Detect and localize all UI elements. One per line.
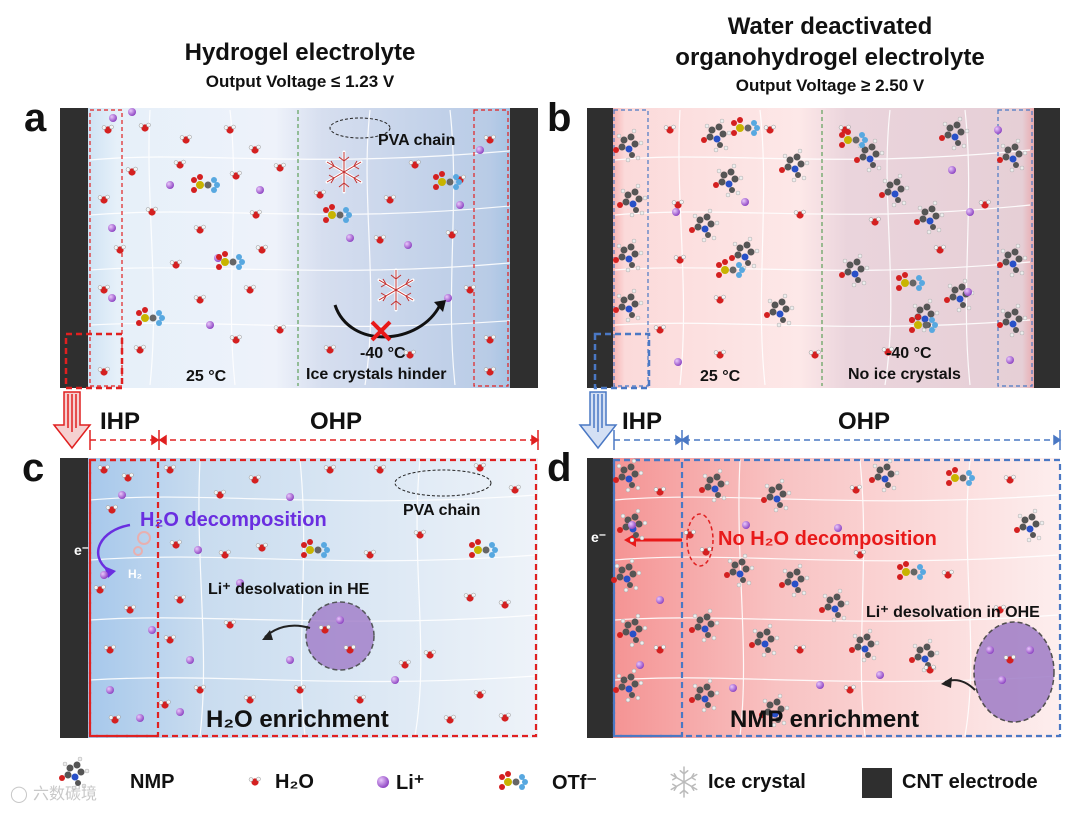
panel-b-note: No ice crystals	[848, 366, 961, 384]
otf-anion-icon	[499, 771, 528, 790]
panel-a-temp-left: 25 °C	[186, 368, 226, 386]
electron-label-c: e⁻	[74, 542, 89, 558]
panel-a-temp-right: -40 °C	[360, 345, 406, 363]
electron-label-d: e⁻	[591, 529, 606, 545]
panel-d-desolv-label: Li⁺ desolvation in OHE	[866, 602, 1040, 622]
panel-d-enrich-label: NMP enrichment	[730, 706, 919, 734]
down-arrow-red-icon	[54, 392, 90, 448]
legend-ice: Ice crystal	[708, 764, 806, 800]
legend-h2o: H₂O	[275, 764, 314, 800]
h2-label: H₂	[128, 567, 142, 581]
panel-c-ohp-label: OHP	[310, 408, 362, 436]
panel-a-pva-label: PVA chain	[378, 132, 455, 150]
watermark-logo-icon: ◯	[10, 784, 28, 803]
watermark: ◯ 六数碳境	[10, 780, 97, 804]
legend-otf: OTf⁻	[552, 764, 597, 800]
panel-d-ohp-label: OHP	[838, 408, 890, 436]
ice-crystal-icon	[671, 767, 697, 797]
panel-c-ihp-label: IHP	[100, 408, 140, 436]
water-molecule-icon	[249, 777, 261, 786]
panel-c-enrich-label: H₂O enrichment	[206, 706, 389, 734]
lithium-ion-icon	[377, 776, 389, 788]
panel-c-decomp-label: H₂O decomposition	[140, 509, 327, 532]
legend-ice-label: Ice crystal	[708, 771, 806, 794]
legend-nmp: NMP	[130, 764, 174, 800]
legend-h2o-label: H₂O	[275, 771, 314, 794]
panel-c-desolv-label: Li⁺ desolvation in HE	[208, 579, 369, 599]
cnt-electrode-icon	[862, 768, 892, 798]
panel-c-pva-label: PVA chain	[403, 502, 480, 520]
legend-nmp-label: NMP	[130, 771, 174, 794]
watermark-text: 六数碳境	[33, 784, 97, 803]
panel-d-ihp-label: IHP	[622, 408, 662, 436]
panel-b-temp-right: -40 °C	[886, 345, 932, 363]
legend-li: Li⁺	[396, 764, 424, 800]
down-arrow-blue-icon	[580, 392, 616, 448]
legend-li-label: Li⁺	[396, 770, 424, 795]
panel-d-decomp-label: No H₂O decomposition	[718, 528, 937, 551]
panel-a-note: Ice crystals hinder	[306, 366, 447, 384]
legend-otf-label: OTf⁻	[552, 770, 597, 795]
legend-cnt-label: CNT electrode	[902, 771, 1038, 794]
panel-b-temp-left: 25 °C	[700, 368, 740, 386]
legend-cnt: CNT electrode	[902, 764, 1038, 800]
